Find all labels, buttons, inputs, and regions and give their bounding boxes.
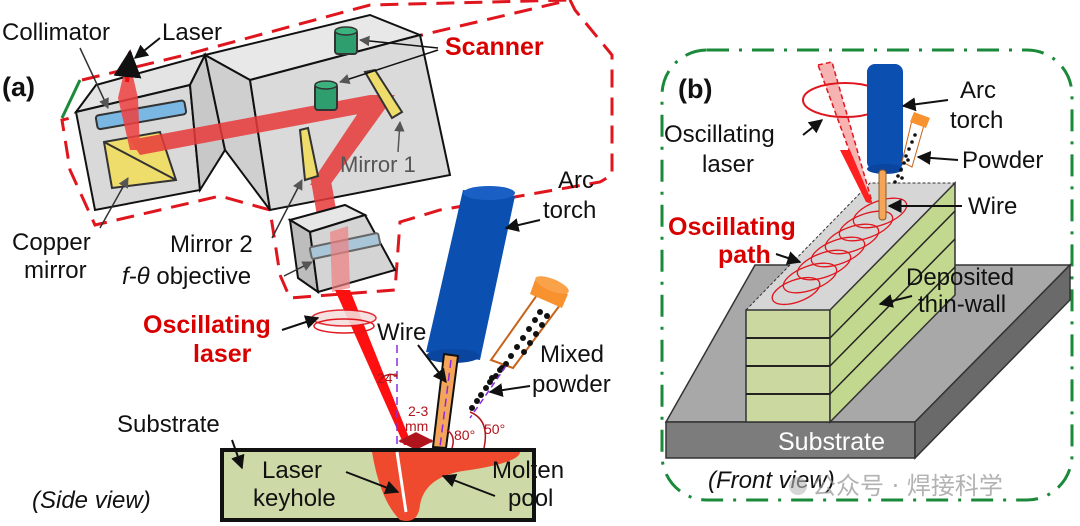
collimator-lens [94, 99, 188, 131]
front-view-caption: (Front view) [708, 467, 835, 494]
label-objective-text: objective [150, 263, 251, 290]
label-wire: Wire [377, 319, 426, 346]
powder-nozzle [469, 276, 569, 419]
oscillation-ring [311, 309, 377, 334]
arrow-objective [283, 261, 313, 277]
arrow-mirror-1 [394, 120, 405, 153]
arrow-keyhole [345, 471, 400, 495]
arrow-mixed-powder [488, 383, 531, 398]
arrow-b-arc-torch [901, 97, 949, 112]
angle-wire-label: 80° [454, 427, 475, 443]
label-scanner: Scanner [445, 33, 544, 61]
wire-axis-line [439, 359, 452, 448]
label-objective: f-θ objective [122, 263, 251, 290]
watermark-text: 公众号 · 焊接科学 [812, 472, 1003, 500]
label-keyhole-2: keyhole [253, 485, 336, 512]
label-b-arc-2: torch [950, 107, 1003, 134]
oscillating-path [771, 197, 908, 306]
panel-a-label: (a) [2, 72, 35, 102]
b-powder-nozzle [893, 112, 930, 184]
label-b-arc-1: Arc [960, 77, 996, 104]
keyhole [395, 451, 408, 513]
panel-b-label: (b) [678, 74, 712, 104]
label-b-osc-laser-1: Oscillating [664, 121, 775, 148]
mirror-2 [298, 126, 320, 182]
label-arc-1: Arc [558, 167, 594, 194]
label-b-wire: Wire [968, 193, 1017, 220]
label-substrate: Substrate [117, 411, 220, 438]
label-copper-mirror-1: Copper [12, 229, 91, 256]
label-keyhole-1: Laser [262, 457, 322, 484]
label-b-deposited-2: thin-wall [918, 291, 1006, 318]
b-wire [878, 169, 887, 221]
angle-powder-label: 50° [484, 421, 505, 437]
b-laser-core [840, 150, 872, 202]
arrow-scanner-2 [339, 49, 439, 85]
label-b-powder: Powder [962, 147, 1043, 174]
label-molten-2: pool [508, 485, 553, 512]
arrow-collimator [79, 47, 109, 109]
angle-laser-label: 24° [377, 370, 398, 386]
distance-label-2: mm [405, 418, 428, 434]
molten-pool [372, 452, 520, 521]
oscillating-beam [335, 290, 412, 445]
label-b-osc-laser-2: laser [702, 151, 754, 178]
panel-b: (b) Substrate [660, 48, 1074, 502]
powder-particles [469, 309, 550, 411]
arrow-arc-torch [504, 218, 541, 232]
arrow-wire [417, 344, 447, 384]
label-f-theta: f-θ [122, 263, 150, 290]
arrow-substrate [231, 439, 245, 470]
label-oscillating-1: Oscillating [143, 311, 271, 339]
arrow-b-osc-path [775, 251, 802, 265]
label-collimator: Collimator [2, 19, 110, 46]
arrow-b-powder [916, 150, 959, 165]
label-b-osc-path-2: path [718, 241, 771, 269]
label-oscillating-2: laser [193, 340, 252, 368]
label-mixed: Mixed [540, 341, 604, 368]
arrow-molten-pool [441, 473, 496, 497]
laser-source-arrow [113, 49, 142, 83]
label-mirror-2: Mirror 2 [170, 231, 253, 258]
label-mirror-1: Mirror 1 [340, 152, 416, 177]
side-view-caption: (Side view) [32, 487, 151, 514]
arc-torch [426, 186, 515, 363]
label-copper-mirror-2: mirror [24, 257, 87, 284]
panel-a: (a) [2, 0, 614, 522]
label-b-osc-path-1: Oscillating [668, 213, 796, 241]
watermark-icon [789, 477, 807, 495]
scanner-boundary [60, 0, 614, 300]
arrow-oscillating-laser [281, 315, 320, 331]
arrow-mirror-2 [271, 179, 303, 239]
arrow-laser [133, 37, 161, 59]
b-arc-torch [867, 64, 903, 174]
arrow-copper-mirror [99, 177, 129, 229]
arrow-b-osc-laser [802, 119, 824, 136]
angle-arc-wire [446, 429, 454, 449]
galvo-motor-1 [334, 26, 358, 55]
label-molten-1: Molten [492, 457, 564, 484]
label-b-deposited-1: Deposited [906, 264, 1014, 291]
angle-arc-laser [380, 373, 398, 379]
frame-corner [60, 79, 82, 119]
mirror-1 [363, 68, 404, 120]
angle-arc-powder [469, 411, 487, 449]
arrow-scanner-1 [358, 35, 439, 49]
label-b-substrate: Substrate [778, 428, 885, 456]
label-powder: powder [532, 371, 611, 398]
label-laser: Laser [162, 19, 222, 46]
galvo-motor-2 [314, 80, 338, 111]
f-theta-objective [287, 203, 397, 295]
label-arc-2: torch [543, 197, 596, 224]
arrow-b-deposited [878, 294, 913, 308]
distance-label-1: 2-3 [408, 403, 428, 419]
